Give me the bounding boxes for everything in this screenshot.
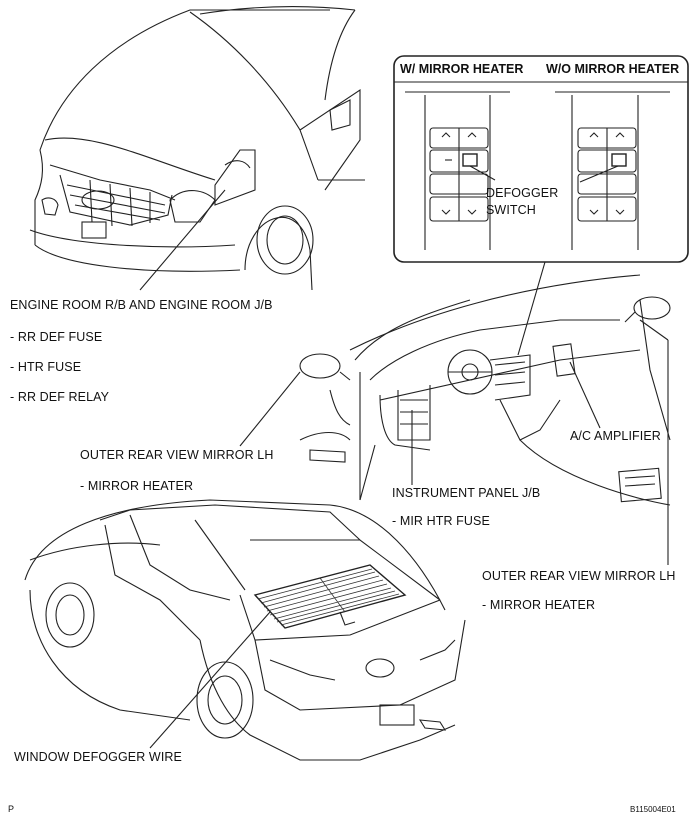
rr-def-relay-label: - RR DEF RELAY [10,390,110,404]
htr-fuse-label: - HTR FUSE [10,360,82,374]
engine-room-label: ENGINE ROOM R/B AND ENGINE ROOM J/B [10,298,273,312]
figure-code: B115004E01 [630,805,676,814]
front-car-illustration [29,5,365,291]
defogger-grid [253,564,407,629]
mirror-heater-label-2: - MIRROR HEATER [482,598,596,612]
instrument-panel-jb-label: INSTRUMENT PANEL J/B [392,486,541,500]
inset-left-title: W/ MIRROR HEATER [400,62,524,76]
defogger-switch-label-2: SWITCH [486,203,536,217]
interior-illustration [299,274,671,506]
mir-htr-fuse-label: - MIR HTR FUSE [392,514,490,528]
ac-amplifier-label: A/C AMPLIFIER [570,429,661,443]
rr-def-fuse-label: - RR DEF FUSE [10,330,103,344]
inset-right-title: W/O MIRROR HEATER [546,62,680,76]
page-mark: P [8,804,15,814]
rear-car-illustration [24,499,466,761]
mirror-lh-label-2: OUTER REAR VIEW MIRROR LH [482,569,676,583]
defogger-leader [149,611,271,749]
engine-room-leader [139,189,226,291]
defogger-switch-label-1: DEFOGGER [486,186,559,200]
defogger-inset [393,55,689,263]
mirror-heater-label-1: - MIRROR HEATER [80,479,194,493]
window-defogger-label: WINDOW DEFOGGER WIRE [14,750,182,764]
mirror-lh-label-1: OUTER REAR VIEW MIRROR LH [80,448,274,462]
